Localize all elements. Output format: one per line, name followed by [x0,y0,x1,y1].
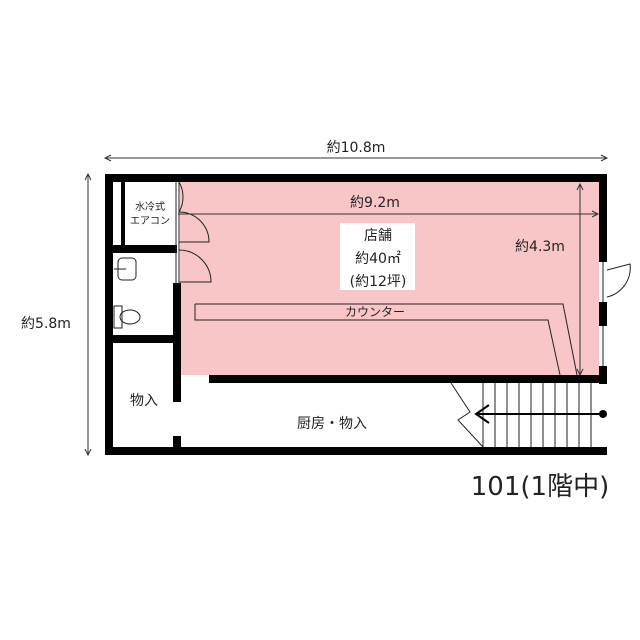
kitchen-label: 厨房・物入 [297,416,367,432]
walls [105,174,607,455]
counter [194,303,578,376]
stair-arrow-icon [474,404,607,424]
aircon-label-2: エアコン [130,216,170,227]
shop-width-label: 約9.2m [350,195,400,211]
sink-icon [114,257,137,281]
dimension-lines [84,154,609,457]
storage-label: 物入 [130,393,158,409]
shop-area-m2: 約40㎡ [355,251,401,267]
shop-depth-label: 約4.3m [515,239,565,255]
doors [178,181,631,366]
unit-label: 101(1階中) [471,472,609,502]
shop-name: 店舗 [364,228,392,244]
toilet-icon [113,305,141,329]
stair-break-line [450,382,484,448]
shop-area-tsubo: (約12坪) [350,274,407,290]
counter-label: カウンター [345,305,405,319]
overall-width-label: 約10.8m [327,140,386,156]
aircon-label-1: 水冷式 [135,200,165,213]
overall-depth-label: 約5.8m [21,316,71,332]
